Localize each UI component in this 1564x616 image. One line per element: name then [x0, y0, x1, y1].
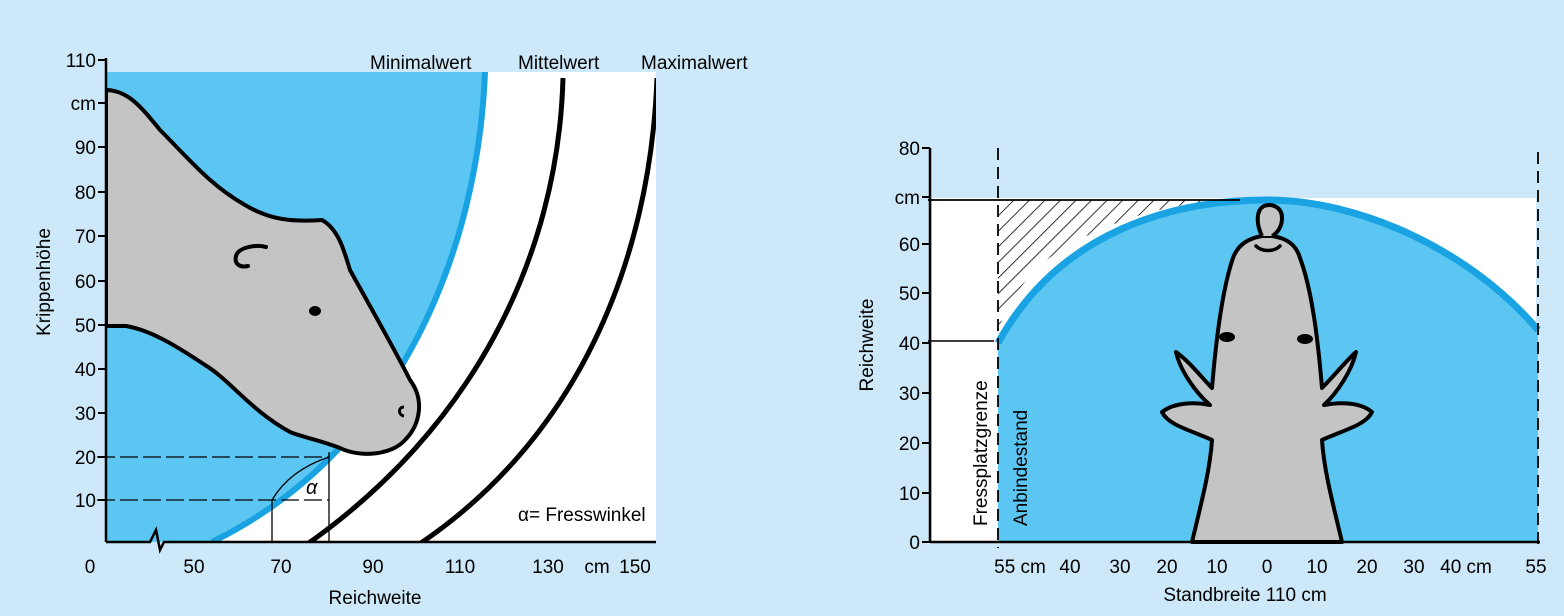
right-y-ticks: 80 cm 60 50 40 30 20 10 0: [895, 139, 930, 554]
reach-dome-edge: [994, 196, 1541, 345]
left-y-tick-label: 10: [75, 491, 96, 512]
left-x-tick-label: 0: [85, 557, 96, 578]
left-x-tick-label: 90: [362, 557, 383, 578]
curve-maximalwert: [417, 77, 656, 542]
right-x-tick-label: 40: [1059, 557, 1080, 578]
left-x-tick-label: 130: [532, 557, 564, 578]
left-x-tick-label: 110: [445, 557, 475, 578]
cow-nostril: [398, 405, 405, 418]
left-x-tick-label: 50: [183, 557, 204, 578]
right-y-axis-label: Reichweite: [857, 299, 878, 392]
cow-ear: [233, 244, 268, 269]
left-y-tick-label: cm: [71, 94, 96, 115]
right-y-tick-label: 60: [899, 235, 920, 256]
right-x-tick-label: 40 cm: [1440, 557, 1492, 578]
right-y-tick-label: 20: [899, 434, 920, 455]
right-x-tick-label: 10: [1306, 557, 1327, 578]
right-x-tick-label: 20: [1156, 557, 1177, 578]
right-x-tick-label: 10: [1206, 557, 1227, 578]
cow-eye-left: [1219, 332, 1235, 342]
left-y-tick-label: 20: [75, 448, 96, 469]
left-y-tick-label: 90: [75, 138, 96, 159]
angle-construction: [97, 452, 330, 542]
cow-poll: [1255, 203, 1285, 238]
left-x-tick-label: 150: [619, 557, 651, 578]
label-minimalwert: Minimalwert: [370, 53, 472, 74]
cow-brow: [1254, 244, 1282, 253]
left-y-tick-label: 40: [75, 360, 96, 381]
right-x-tick-label: 0: [1262, 557, 1273, 578]
right-y-tick-label: 50: [899, 284, 920, 305]
alpha-mark: α: [306, 477, 318, 499]
label-fressplatzgrenze: Fressplatzgrenze: [971, 380, 992, 526]
label-maximalwert: Maximalwert: [641, 53, 748, 74]
left-diagram: α 110 cm 90 80 70 60 50 40 30 20 10 0 50 70 90 110 130 c…: [34, 51, 748, 609]
right-diagram: 80 cm 60 50 40 30 20 10 0 55 cm 40 30 20 10 0 10 20 30 40…: [857, 139, 1547, 606]
cow-eye: [309, 306, 321, 316]
left-y-tick-label: 110: [66, 51, 96, 72]
label-anbindestand: Anbindestand: [1011, 410, 1032, 526]
left-x-axis: [106, 526, 656, 554]
left-y-tick-label: 80: [75, 183, 96, 204]
right-x-tick-label: 30: [1109, 557, 1130, 578]
left-x-ticks: 0 50 70 90 110 130 cm 150: [85, 557, 651, 578]
left-y-tick-label: 30: [75, 404, 96, 425]
left-y-tick-label: 60: [75, 272, 96, 293]
right-y-tick-label: 30: [899, 384, 920, 405]
left-y-tick-label: 50: [75, 316, 96, 337]
left-x-tick-label: 70: [270, 557, 291, 578]
left-x-tick-label: cm: [584, 557, 609, 578]
reach-zone-min-edge: [210, 72, 488, 542]
right-y-tick-label: 40: [899, 334, 920, 355]
right-y-tick-label: 80: [899, 139, 920, 160]
label-mittelwert: Mittelwert: [518, 53, 600, 74]
left-y-axis-label: Krippenhöhe: [34, 228, 55, 336]
hatched-area: [998, 200, 1240, 330]
left-y-ticks: 110 cm 90 80 70 60 50 40 30 20 10: [66, 51, 106, 512]
alpha-legend: α= Fresswinkel: [518, 505, 646, 526]
right-x-axis-label: Standbreite 110 cm: [1163, 585, 1326, 606]
right-x-tick-label: 55: [1525, 557, 1546, 578]
left-x-axis-label: Reichweite: [329, 588, 422, 609]
right-y-tick-label: 0: [909, 533, 920, 554]
right-y-tick-label: cm: [895, 188, 920, 209]
right-x-ticks: 55 cm 40 30 20 10 0 10 20 30 40 cm 55: [994, 557, 1546, 578]
right-x-tick-label: 30: [1403, 557, 1424, 578]
right-x-tick-label: 55 cm: [994, 557, 1046, 578]
curve-mittelwert: [305, 77, 566, 542]
right-y-tick-label: 10: [899, 484, 920, 505]
cow-head-side: [106, 88, 422, 456]
right-x-tick-label: 20: [1356, 557, 1377, 578]
cow-eye-right: [1297, 334, 1313, 344]
left-y-tick-label: 70: [75, 227, 96, 248]
